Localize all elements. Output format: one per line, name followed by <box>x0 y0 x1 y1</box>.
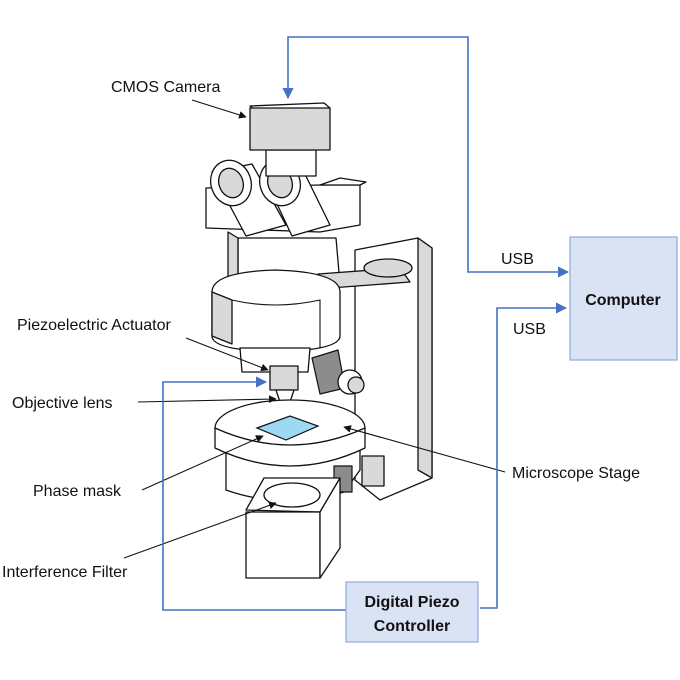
leader-cmos-camera <box>191 99 247 119</box>
leader-microscope-stage <box>343 425 506 473</box>
controller-label-line1: Digital Piezo <box>364 594 459 611</box>
filter-base <box>245 511 321 579</box>
condenser-knob <box>363 258 413 278</box>
digital-piezo-controller-box: Digital Piezo Controller <box>345 581 479 643</box>
label-cmos-camera: CMOS Camera <box>111 79 220 96</box>
leader-piezo-actuator <box>185 337 269 372</box>
leader-interference-filter <box>123 501 277 559</box>
interference-filter-disc <box>263 482 321 508</box>
label-objective-lens: Objective lens <box>12 395 113 412</box>
nosepiece-face <box>211 291 233 345</box>
leader-objective-lens <box>137 395 277 403</box>
piezo-control-connection <box>162 376 346 611</box>
microscope-stage-rim <box>214 427 366 467</box>
phase-mask-slide <box>255 415 320 441</box>
label-interference-filter: Interference Filter <box>2 564 128 581</box>
nosepiece-turret <box>211 269 341 353</box>
eyepiece-left <box>209 159 287 237</box>
label-usb-bottom: USB <box>513 321 546 338</box>
usb-controller-connection <box>480 302 568 609</box>
cmos-camera-body <box>249 107 331 151</box>
frame-side <box>417 237 433 479</box>
filter-base-side <box>319 477 341 579</box>
controller-label-line2: Controller <box>374 618 450 635</box>
leader-phase-mask <box>141 435 264 491</box>
microscope-illustration <box>205 102 433 579</box>
label-usb-top: USB <box>501 251 534 268</box>
eyepiece-top <box>319 177 367 186</box>
label-phase-mask: Phase mask <box>33 483 122 500</box>
computer-label: Computer <box>585 292 661 309</box>
piezo-actuator-block <box>269 365 299 391</box>
camera-adapter <box>265 149 317 177</box>
usb-camera-connection <box>282 36 570 278</box>
computer-box: Computer <box>569 236 678 361</box>
label-piezo-actuator: Piezoelectric Actuator <box>17 317 172 334</box>
stage-side-knob <box>361 455 385 487</box>
label-microscope-stage: Microscope Stage <box>512 465 640 482</box>
